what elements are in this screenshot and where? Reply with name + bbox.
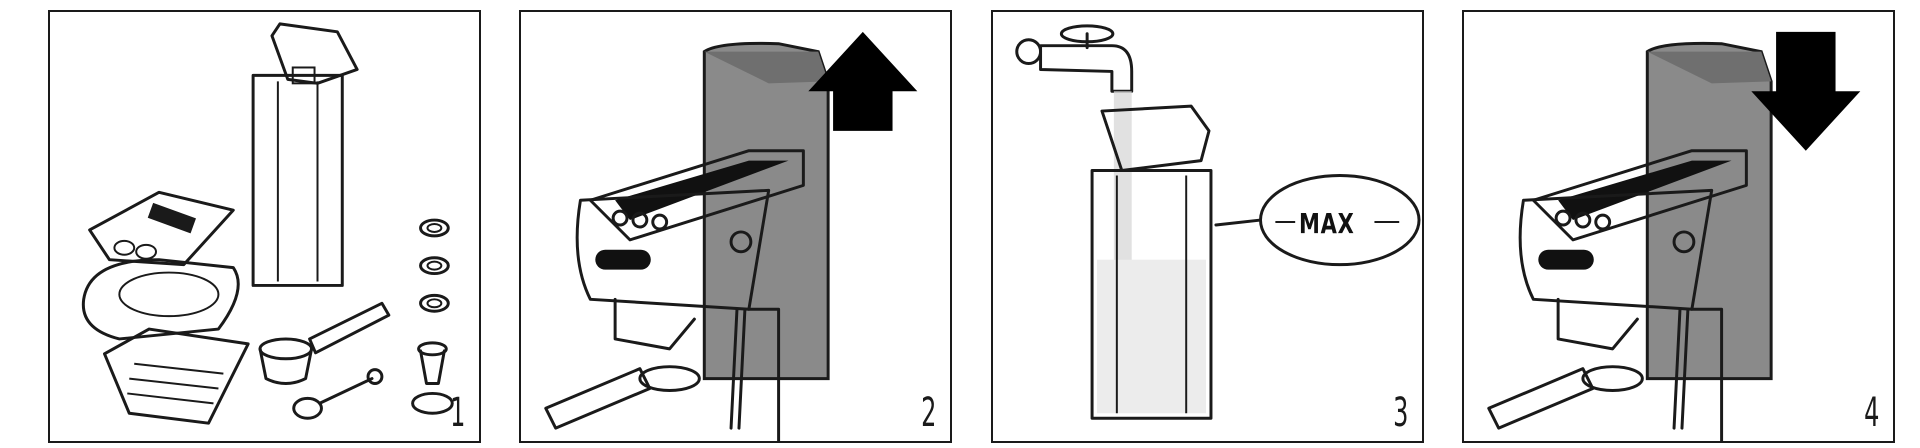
panel-step-2: 2	[519, 10, 952, 443]
max-level-label: MAX	[1299, 207, 1355, 240]
panel-step-4: 4	[1462, 10, 1895, 443]
step-number: 3	[1392, 390, 1408, 436]
panel-step-3: MAX 3	[991, 10, 1424, 443]
panel-step-1: 1	[48, 10, 481, 443]
fill-water-tank-illustration	[1015, 24, 1421, 420]
machine-components-illustration	[81, 22, 454, 425]
step-number: 4	[1863, 390, 1879, 436]
arrow-up-icon	[808, 31, 918, 131]
arrow-down-icon	[1751, 31, 1861, 151]
step-number: 2	[920, 390, 936, 436]
remove-water-tank-illustration	[544, 31, 918, 441]
step-number: 1	[449, 390, 465, 436]
insert-water-tank-illustration	[1487, 31, 1861, 441]
